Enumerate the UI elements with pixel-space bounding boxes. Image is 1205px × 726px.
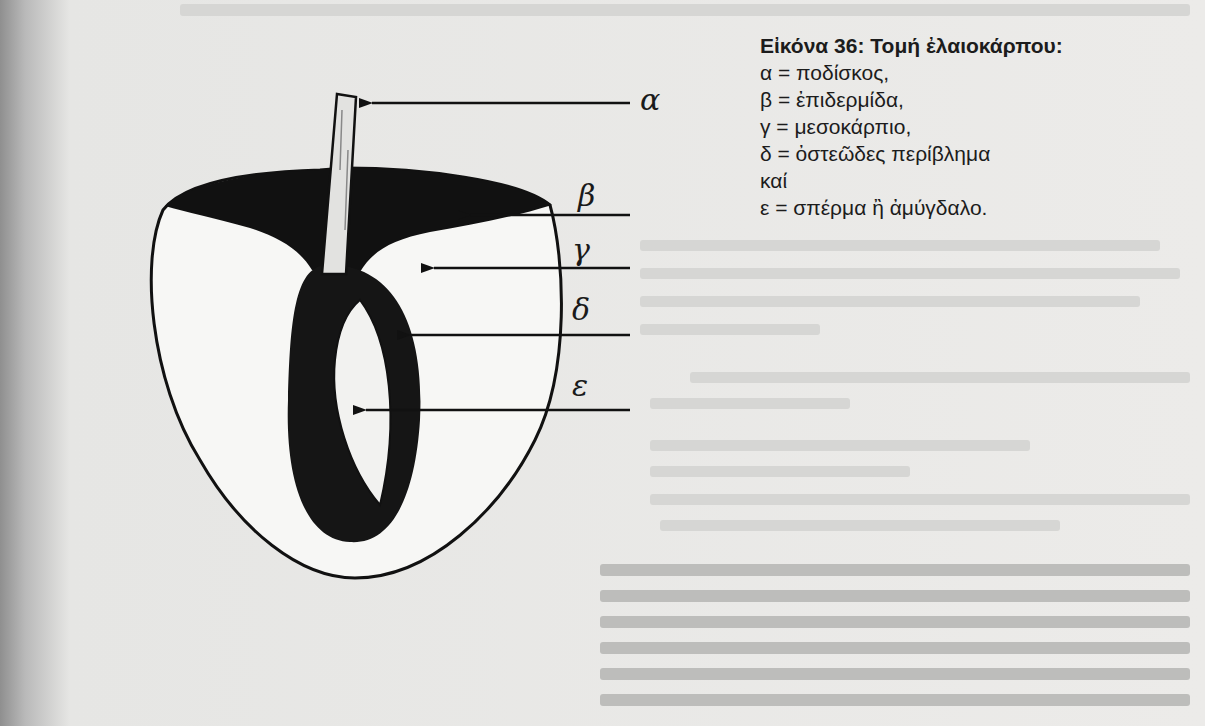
callout-letter: δ [572,294,590,326]
leader-arrow [372,102,630,105]
callout-letter: γ [572,234,590,266]
leader-arrow [410,334,630,337]
key-entry: γ = μεσοκάρπιο, [760,113,911,140]
callout-letter: β [578,180,595,212]
leader-arrow [366,409,630,412]
key-entry: δ = ὀστεῶδες περίβλημα καί [760,140,1021,194]
figure-caption: Εἰκόνα 36: Τομή ἐλαιοκάρπου: [760,32,1063,59]
leader-arrow [434,267,630,270]
key-entry: α = ποδίσκος, [760,59,889,86]
leader-arrow [470,214,630,217]
stone-endocarp [288,265,421,542]
callout-letter: α [640,84,660,116]
faded-bold-text [600,564,1190,706]
fruit-outline [151,168,561,578]
key-entry: β = ἐπιδερμίδα, [760,86,904,113]
stem-texture [340,110,348,230]
key-entry: ε = σπέρμα ἢ ἀμύγδαλο. [760,194,987,221]
stem [322,94,356,274]
seed [334,300,390,505]
callout-letter: ε [572,370,588,402]
epidermis-band [165,168,552,272]
